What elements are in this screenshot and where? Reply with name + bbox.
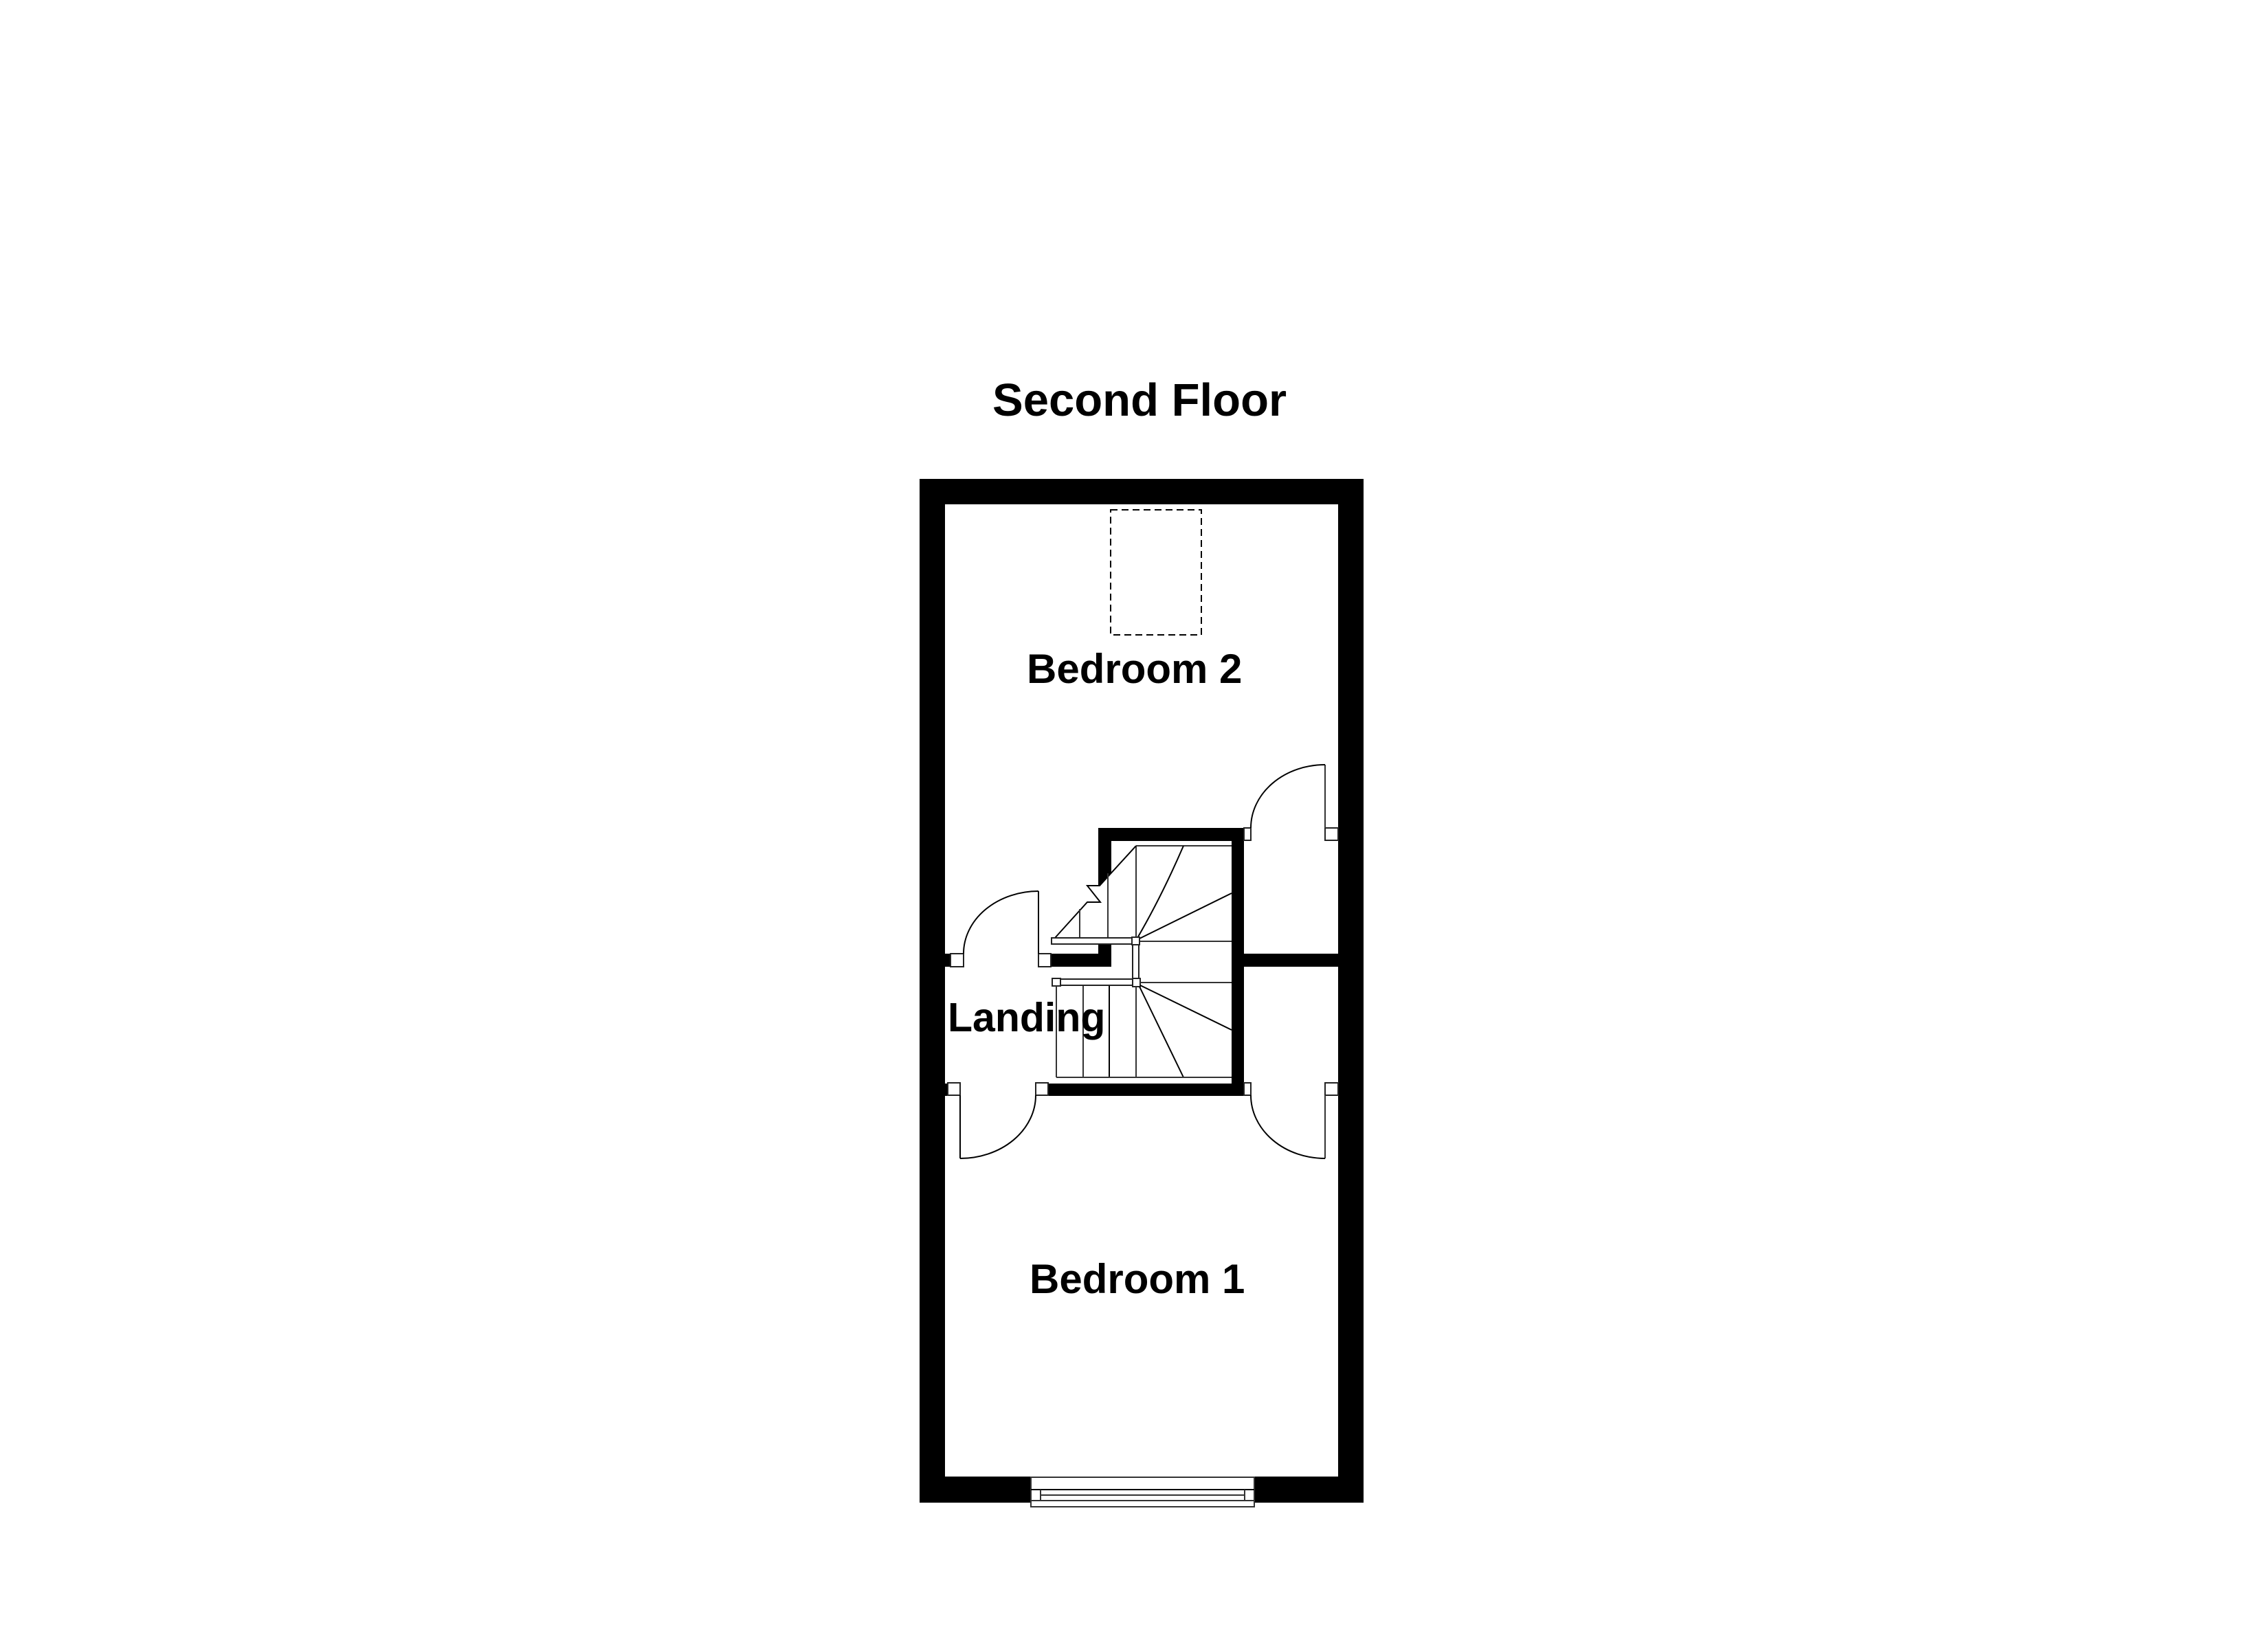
- room-label-bedroom-1: Bedroom 1: [1030, 1256, 1245, 1302]
- door-bedroom-1-right[interactable]: [1243, 1082, 1339, 1159]
- staircase: [1051, 845, 1232, 1078]
- window: [1030, 1477, 1255, 1507]
- outer-walls: [920, 479, 1364, 1503]
- room-label-bedroom-2: Bedroom 2: [1027, 646, 1243, 692]
- door-bedroom-2[interactable]: [1243, 764, 1339, 841]
- plan-title: Second Floor: [992, 374, 1287, 426]
- skylight: [1110, 509, 1202, 636]
- stair-walls: [945, 828, 1338, 1096]
- door-landing-upper[interactable]: [950, 890, 1052, 967]
- door-bedroom-1-left[interactable]: [947, 1082, 1049, 1159]
- room-label-landing: Landing: [948, 995, 1106, 1040]
